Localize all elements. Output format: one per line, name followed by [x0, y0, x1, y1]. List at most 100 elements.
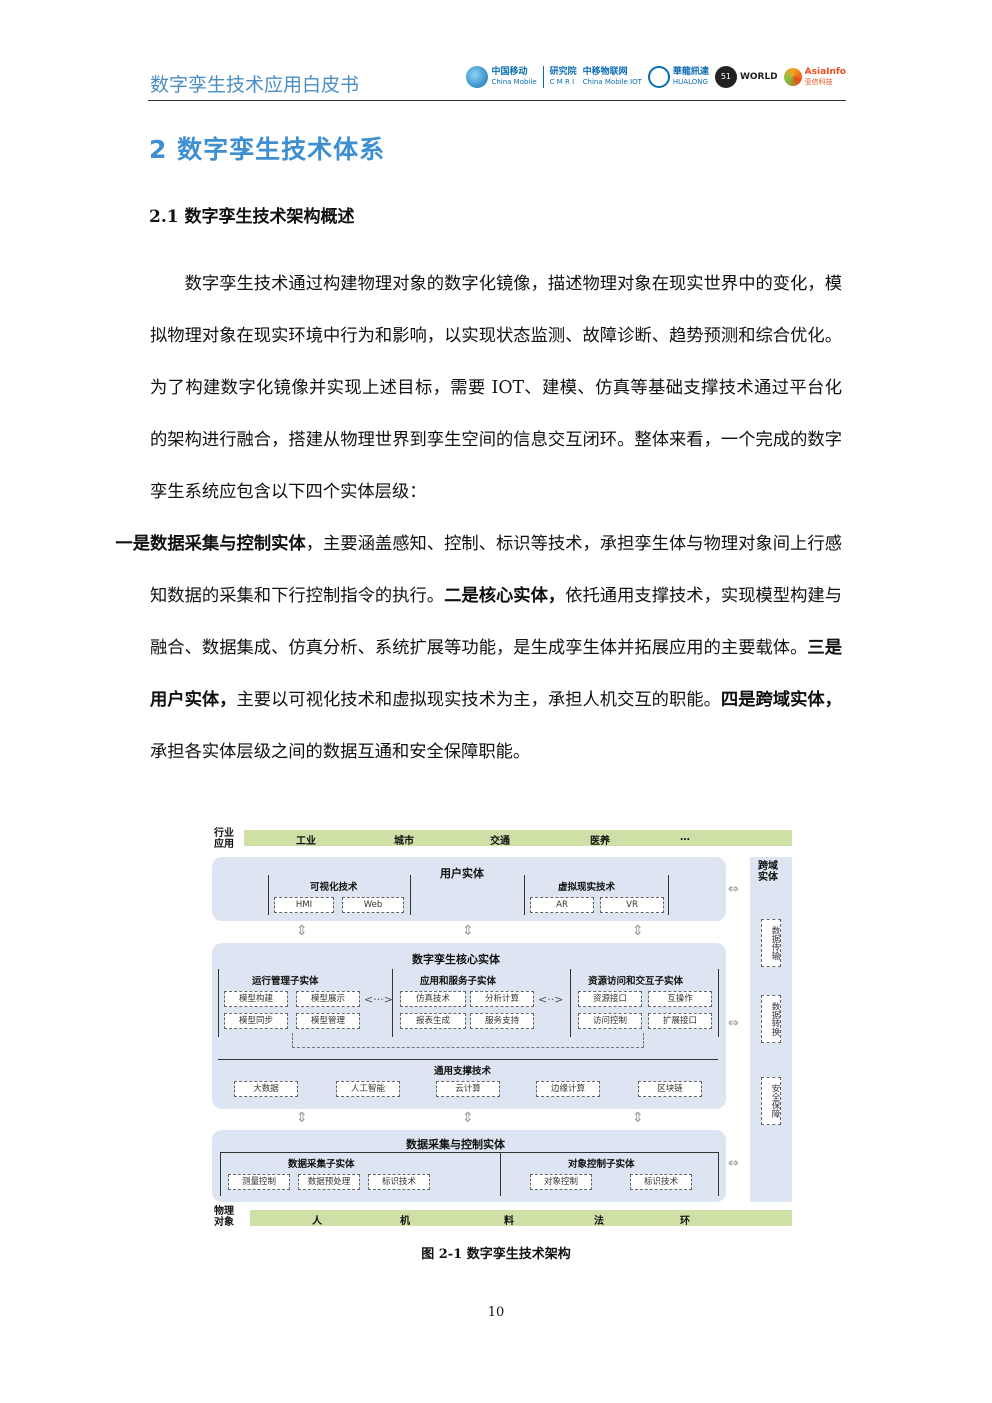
divider — [220, 1152, 221, 1196]
object-identification-box: 标识技术 — [630, 1174, 692, 1190]
logo-sub: C M R I — [549, 78, 575, 86]
bigdata-box: 大数据 — [234, 1081, 298, 1097]
model-manage-box: 模型管理 — [296, 1013, 360, 1029]
up-down-arrow-icon: ⇕ — [632, 923, 644, 939]
divider — [218, 969, 219, 1037]
hualong-icon — [647, 66, 670, 88]
edge-box: 边缘计算 — [536, 1081, 600, 1097]
page-number: 10 — [487, 1305, 505, 1320]
ops-subentity-title: 运行管理子实体 — [252, 976, 319, 987]
divider — [570, 969, 571, 1037]
divider — [218, 1059, 718, 1060]
bold-text: 三是用户实体， — [150, 638, 842, 710]
logo-name: 研究院 — [549, 67, 577, 77]
ar-box: AR — [530, 897, 594, 913]
preprocess-box: 数据预处理 — [298, 1174, 360, 1190]
data-convert-box: 数据转换 — [761, 995, 781, 1043]
up-down-arrow-icon: ⇕ — [296, 1110, 308, 1126]
service-box: 服务支持 — [470, 1013, 534, 1029]
analysis-box: 分析计算 — [470, 991, 534, 1007]
industry-item: … — [680, 832, 690, 843]
up-down-arrow-icon: ⇕ — [296, 923, 308, 939]
51world-logo: 51 WORLD — [714, 66, 778, 88]
vr-box: VR — [600, 897, 664, 913]
physical-label: 物理对象 — [214, 1206, 234, 1228]
data-transfer-box: 数据传输 — [761, 919, 781, 967]
header-title: 数字孪生技术应用白皮书 — [150, 74, 360, 96]
user-entity-panel: 用户实体 可视化技术 HMI Web 虚拟现实技术 AR VR — [212, 857, 726, 921]
res-subentity-title: 资源访问和交互子实体 — [588, 976, 684, 987]
divider — [718, 1152, 719, 1196]
left-right-arrow-icon: ⇔ — [728, 1156, 739, 1171]
logo-name: WORLD — [739, 72, 778, 82]
up-down-arrow-icon: ⇕ — [462, 1110, 474, 1126]
bold-text: 四是跨域实体， — [720, 690, 842, 710]
physical-item: 机 — [400, 1216, 410, 1227]
visualization-title: 可视化技术 — [310, 882, 358, 893]
support-title: 通用支撑技术 — [434, 1066, 492, 1077]
china-mobile-icon — [466, 66, 489, 88]
text: 承担各实体层级之间的数据互通和安全保障职能。 — [150, 742, 531, 762]
model-display-box: 模型展示 — [296, 991, 360, 1007]
left-right-arrow-icon: ⇔ — [728, 882, 739, 897]
blockchain-box: 区块链 — [638, 1081, 702, 1097]
industry-label: 行业应用 — [214, 828, 234, 850]
text: 依托通用支撑技术，实现模型构建与融合、数据集成、仿真分析、系统扩展等功能，是生成… — [150, 586, 842, 658]
cross-domain-title: 跨域实体 — [758, 861, 778, 883]
acquisition-entity-panel: 数据采集与控制实体 数据采集子实体 测量控制 数据预处理 标识技术 对象控制子实… — [212, 1130, 726, 1202]
divider — [718, 969, 719, 1037]
ai-box: 人工智能 — [336, 1081, 400, 1097]
web-box: Web — [342, 897, 404, 913]
object-control-box: 对象控制 — [530, 1174, 592, 1190]
cloud-box: 云计算 — [436, 1081, 500, 1097]
body-paragraph: 数字孪生技术通过构建物理对象的数字化镜像，描述物理对象在现实世界中的变化，模拟物… — [115, 258, 842, 778]
physical-item: 法 — [594, 1216, 604, 1227]
divider — [220, 1152, 718, 1153]
dashed-connector — [292, 1033, 644, 1048]
chapter-heading: 2 数字孪生技术体系 — [149, 135, 386, 164]
logo-name: 中移物联网 — [582, 67, 628, 77]
divider — [500, 1152, 501, 1196]
logo-sub: HUALONG — [672, 78, 708, 86]
text: 主要以可视化技术和虚拟现实技术为主，承担人机交互的职能。 — [236, 690, 721, 710]
cross-domain-panel: 跨域实体 数据传输 数据转换 安全保障 — [750, 857, 792, 1202]
logo-name: 華龍訊達 — [672, 67, 709, 77]
figure-caption: 图 2-1 数字孪生技术架构 — [421, 1247, 571, 1262]
section-heading: 2.1 数字孪生技术架构概述 — [149, 207, 355, 227]
asiainfo-icon — [783, 68, 802, 86]
physical-bar: 人 机 料 法 环 — [250, 1210, 792, 1227]
bold-text: 二是核心实体， — [444, 586, 566, 606]
logo-sub: 亚信科技 — [804, 78, 833, 86]
dashed-arrow-icon: <··> — [538, 993, 564, 1006]
logo-name: AsiaInfo — [804, 67, 846, 77]
logo-sub: China Mobile IOT — [582, 78, 642, 86]
divider — [268, 875, 269, 915]
vr-title: 虚拟现实技术 — [558, 882, 616, 893]
user-entity-title: 用户实体 — [440, 867, 484, 880]
physical-item: 环 — [680, 1216, 690, 1227]
core-entity-title: 数字孪生核心实体 — [412, 953, 500, 966]
up-down-arrow-icon: ⇕ — [632, 1110, 644, 1126]
industry-item: 工业 — [296, 836, 316, 847]
extension-interface-box: 扩展接口 — [648, 1013, 712, 1029]
divider — [410, 875, 411, 915]
report-box: 报表生成 — [400, 1013, 466, 1029]
dashed-arrow-icon: <···> — [364, 993, 393, 1006]
data-acq-title: 数据采集子实体 — [288, 1159, 355, 1170]
access-control-box: 访问控制 — [578, 1013, 642, 1029]
app-subentity-title: 应用和服务子实体 — [420, 976, 497, 987]
divider — [524, 875, 525, 915]
bold-text: 一是数据采集与控制实体 — [115, 534, 306, 554]
hmi-box: HMI — [274, 897, 334, 913]
industry-bar: 工业 城市 交通 医养 … — [244, 830, 792, 847]
security-box: 安全保障 — [761, 1077, 781, 1125]
acquisition-entity-title: 数据采集与控制实体 — [406, 1138, 505, 1151]
logo-divider — [542, 66, 544, 88]
industry-item: 交通 — [490, 836, 510, 847]
